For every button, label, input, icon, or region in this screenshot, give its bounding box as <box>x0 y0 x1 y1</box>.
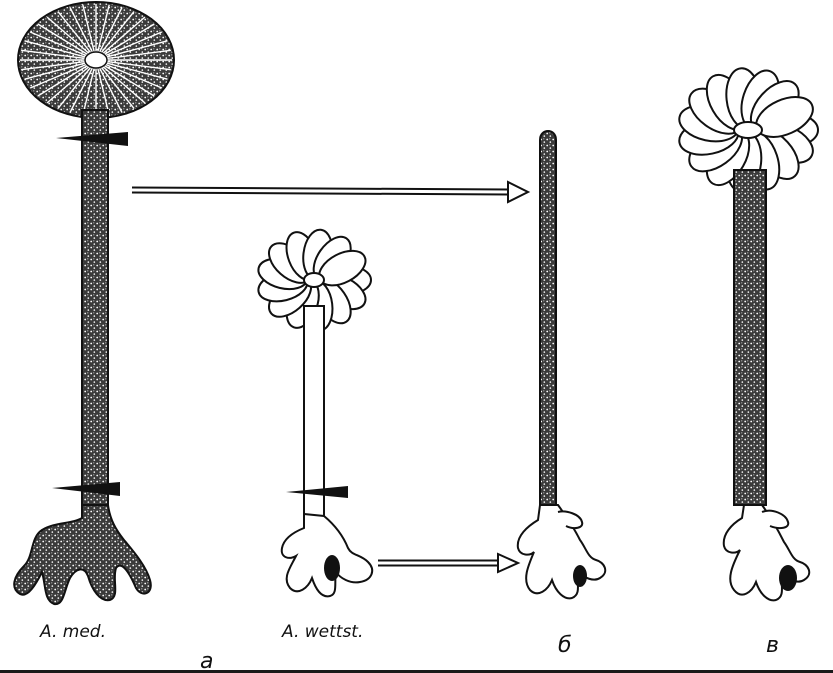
cap-rib <box>69 7 94 53</box>
cap-mediterranea <box>17 1 175 119</box>
cap-rib <box>37 23 89 56</box>
cap-center <box>303 272 325 288</box>
panel-label-a: а <box>200 649 213 673</box>
plant-regenerated-c <box>678 67 819 602</box>
cap-rib <box>98 67 123 113</box>
cap-rib <box>105 62 168 80</box>
stalk-wettsteinii <box>303 305 325 517</box>
cap-rib <box>104 63 163 89</box>
cut-mark-lower <box>52 482 120 496</box>
cap-rib <box>100 11 135 54</box>
cap-rib <box>69 67 94 113</box>
cut-mark-wettsteinii <box>286 486 348 498</box>
cap-center <box>84 51 108 69</box>
plant-a-wettsteinii: A. wettst. <box>257 228 374 642</box>
cap-rib <box>105 60 171 71</box>
stalk-mediterranea <box>81 109 109 511</box>
cap-rib <box>105 40 168 58</box>
cap-rib <box>21 60 87 71</box>
rhizoid-lobe-c <box>761 509 790 530</box>
plant-graft-b <box>516 130 607 600</box>
cut-mark-upper <box>56 132 128 146</box>
rhizoid-graft-b <box>516 504 607 600</box>
cap-rib <box>57 11 92 54</box>
cap-regenerated <box>678 67 819 193</box>
cap-rib <box>100 66 135 109</box>
cap-rib <box>24 62 87 80</box>
panel-label-c: в <box>766 633 779 658</box>
nucleus-graft-b <box>573 565 587 587</box>
cap-rib <box>29 63 88 89</box>
cap-rib <box>98 7 123 53</box>
cap-rib <box>101 65 146 104</box>
cap-rib <box>82 4 95 53</box>
cap-wettsteinii <box>257 228 372 332</box>
cap-rib <box>37 64 89 97</box>
cap-rib <box>103 64 155 97</box>
species-label-med: A. med. <box>39 622 106 642</box>
rhizoid-mediterranea <box>13 504 152 606</box>
panel-label-b: б <box>558 633 572 658</box>
cap-rib <box>24 40 87 58</box>
cap-rib <box>57 66 92 109</box>
plant-a-mediterranea: A. med. <box>13 1 175 642</box>
cap-rib <box>46 65 91 104</box>
rhizoid-wettsteinii <box>280 512 374 598</box>
cap-rib <box>103 23 155 56</box>
cap-rib <box>21 49 87 60</box>
stalk-graft-b <box>539 130 557 506</box>
cap-rib <box>101 16 146 55</box>
cap-rib <box>29 31 88 57</box>
cap-rib <box>82 67 95 116</box>
nucleus-wettsteinii <box>324 555 340 581</box>
cap-rib <box>97 67 110 116</box>
cap-rib <box>97 4 110 53</box>
cap-rib <box>105 49 171 60</box>
cap-rib <box>104 31 163 57</box>
rhizoid-lobe-b <box>557 510 584 530</box>
nucleus-regenerated <box>779 565 797 591</box>
species-label-wett: A. wettst. <box>281 622 363 642</box>
cap-rib <box>46 16 91 55</box>
stalk-regenerated <box>733 169 767 506</box>
arrow-stalk-transfer <box>131 180 531 204</box>
bottom-rule <box>0 670 833 673</box>
arrow-rhizoid-transfer <box>378 552 521 574</box>
cap-center <box>733 121 763 139</box>
